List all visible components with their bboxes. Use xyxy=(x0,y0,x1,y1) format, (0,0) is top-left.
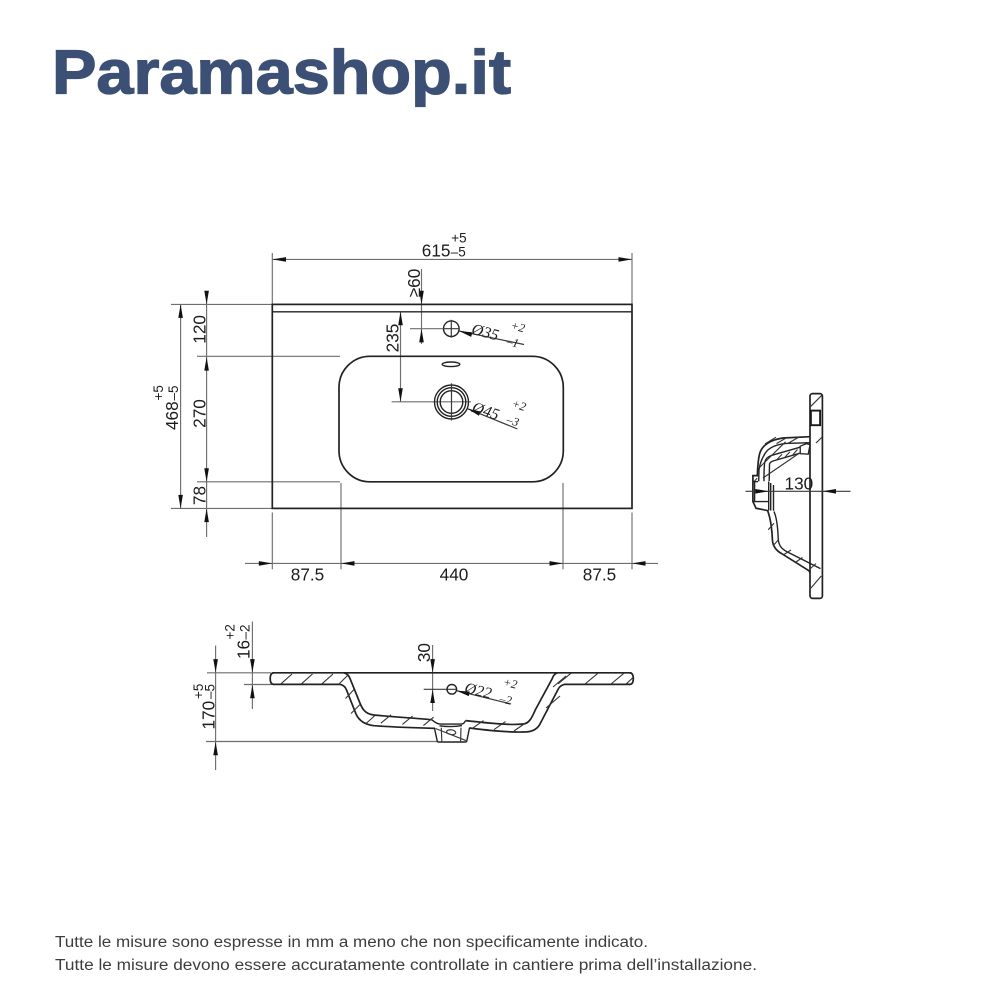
svg-text:16: 16 xyxy=(234,640,254,659)
svg-text:+5: +5 xyxy=(151,385,166,400)
svg-text:–3: –3 xyxy=(504,412,521,429)
svg-text:468: 468 xyxy=(162,401,182,430)
svg-text:440: 440 xyxy=(440,565,469,585)
svg-text:+5: +5 xyxy=(451,231,466,246)
svg-text:30: 30 xyxy=(414,643,434,662)
svg-text:Tutte le misure sono espresse: Tutte le misure sono espresse in mm a me… xyxy=(55,934,648,951)
svg-text:270: 270 xyxy=(190,399,210,428)
svg-text:615: 615 xyxy=(422,241,451,261)
svg-text:Tutte le misure devono essere: Tutte le misure devono essere accuratame… xyxy=(55,957,757,974)
svg-text:Ø35: Ø35 xyxy=(469,321,501,345)
svg-text:–5: –5 xyxy=(451,244,466,259)
svg-text:–5: –5 xyxy=(203,684,218,699)
svg-text:87.5: 87.5 xyxy=(583,565,616,585)
svg-text:120: 120 xyxy=(190,315,210,344)
svg-text:235: 235 xyxy=(383,324,403,353)
svg-text:170: 170 xyxy=(199,701,219,730)
svg-text:Ø22: Ø22 xyxy=(462,680,493,703)
svg-text:–2: –2 xyxy=(238,624,253,639)
svg-text:87.5: 87.5 xyxy=(291,565,324,585)
svg-text:130: 130 xyxy=(785,473,814,493)
svg-text:≥60: ≥60 xyxy=(404,269,424,298)
svg-text:+2: +2 xyxy=(510,396,528,414)
svg-text:+2: +2 xyxy=(223,624,238,639)
svg-text:–5: –5 xyxy=(166,385,181,400)
svg-text:+2: +2 xyxy=(502,675,519,692)
svg-text:+2: +2 xyxy=(509,318,526,335)
svg-text:+5: +5 xyxy=(191,684,206,699)
svg-text:–2: –2 xyxy=(497,691,513,708)
svg-text:Paramashop.it: Paramashop.it xyxy=(52,39,511,108)
svg-text:–1: –1 xyxy=(504,334,520,351)
svg-text:78: 78 xyxy=(190,486,210,505)
